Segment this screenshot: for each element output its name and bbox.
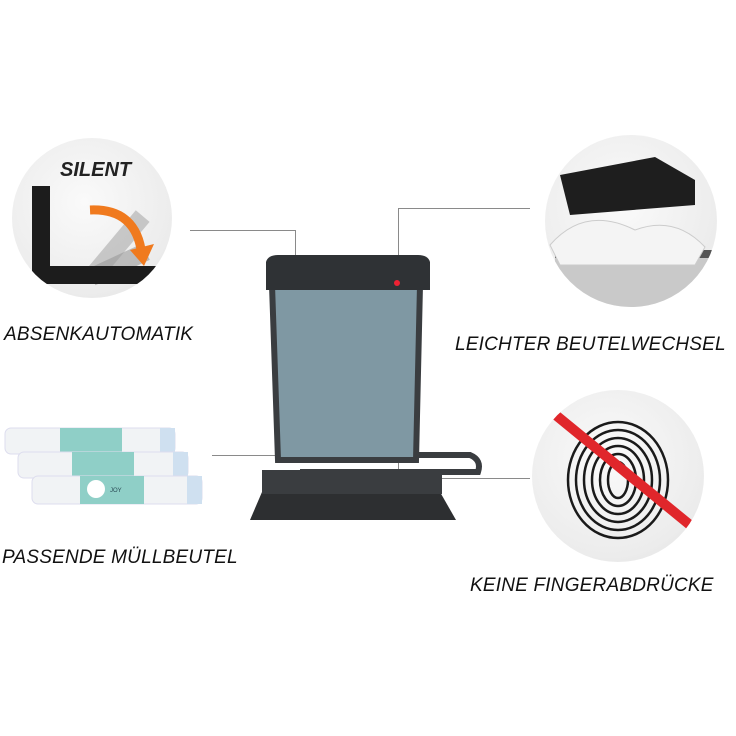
connector-line	[190, 230, 295, 231]
feature-label: ABSENKAUTOMATIK	[4, 324, 194, 345]
no-fingerprint-icon	[548, 408, 694, 540]
bag-change-circle	[545, 135, 717, 307]
bag-change-bin-icon	[549, 157, 715, 307]
connector-line	[398, 208, 399, 270]
feature-label: KEINE FINGERABDRÜCKE	[470, 575, 714, 596]
connector-line	[398, 478, 530, 479]
connector-line	[398, 208, 530, 209]
silent-badge: SILENT	[60, 159, 133, 181]
feature-label: LEICHTER BEUTELWECHSEL	[455, 334, 726, 355]
soft-close-circle: SILENT	[12, 138, 172, 298]
connector-line	[212, 455, 302, 456]
no-fingerprint-circle	[532, 390, 704, 562]
feature-label: PASSENDE MÜLLBEUTEL	[2, 547, 238, 568]
connector-line	[295, 230, 296, 270]
bag-brand-logo: JOY	[110, 488, 122, 494]
connector-line	[398, 400, 399, 478]
soft-close-lid-icon: SILENT	[32, 159, 162, 286]
